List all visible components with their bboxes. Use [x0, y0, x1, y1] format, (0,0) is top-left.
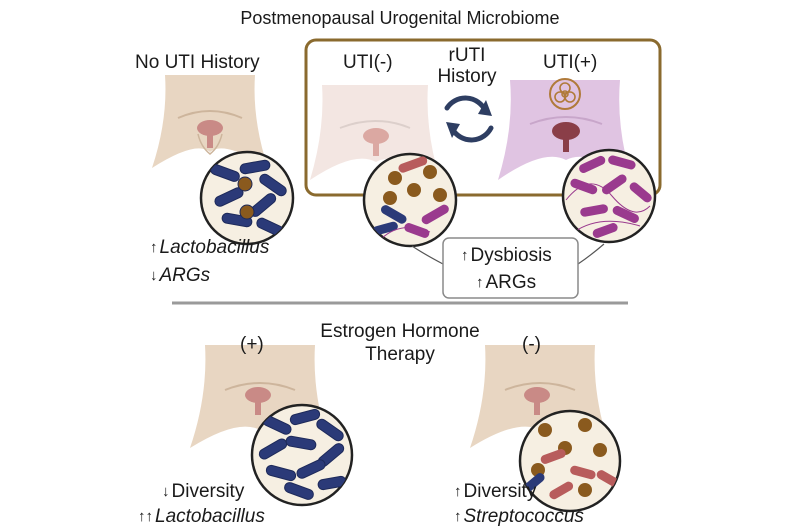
therapy-minus-label: (-) — [522, 334, 541, 355]
microbe-circle-therapy-plus — [250, 403, 354, 507]
stat-diversity-down: ↓Diversity — [162, 481, 245, 502]
double-arrow-up-icon: ↑↑ — [138, 508, 153, 525]
stat-diversity-up: ↑Diversity — [454, 481, 537, 502]
figure-title: Postmenopausal Urogenital Microbiome — [240, 8, 560, 28]
stat-args-up: ↑ARGs — [476, 272, 537, 293]
microbe-circle-uti-positive — [561, 148, 657, 244]
stat-lactobacillus-up: ↑Lactobacillus — [150, 237, 270, 258]
arrow-up-icon: ↑ — [150, 239, 158, 256]
uti-negative-label: UTI(-) — [343, 52, 393, 73]
arrow-up-icon: ↑ — [454, 508, 462, 525]
arrow-up-icon: ↑ — [454, 483, 462, 500]
microbe-circle-therapy-minus — [518, 409, 622, 513]
torso-no-uti — [152, 75, 268, 168]
arrow-up-icon: ↑ — [461, 247, 469, 264]
cycle-arrows-icon — [444, 95, 494, 143]
ruti-history-label: rUTI History — [437, 45, 497, 87]
stat-streptococcus-up: ↑Streptococcus — [454, 506, 584, 527]
uti-positive-label: UTI(+) — [543, 52, 598, 73]
arrow-down-icon: ↓ — [162, 483, 170, 500]
stat-args-down: ↓ARGs — [150, 265, 211, 286]
callout-lines — [411, 243, 605, 265]
therapy-plus-label: (+) — [240, 334, 264, 355]
stat-lactobacillus-double-up: ↑↑Lactobacillus — [138, 506, 265, 527]
dysbiosis-box — [442, 237, 579, 299]
arrow-down-icon: ↓ — [150, 267, 158, 284]
ruti-frame — [304, 38, 662, 197]
arrow-up-icon: ↑ — [476, 274, 484, 291]
microbe-circle-uti-negative — [362, 152, 458, 248]
biohazard-icon — [549, 78, 581, 110]
stat-dysbiosis-up: ↑Dysbiosis — [461, 245, 552, 266]
no-uti-label: No UTI History — [135, 52, 260, 73]
microbe-circle-no-uti — [199, 150, 295, 246]
therapy-title: Estrogen Hormone Therapy — [320, 321, 480, 365]
